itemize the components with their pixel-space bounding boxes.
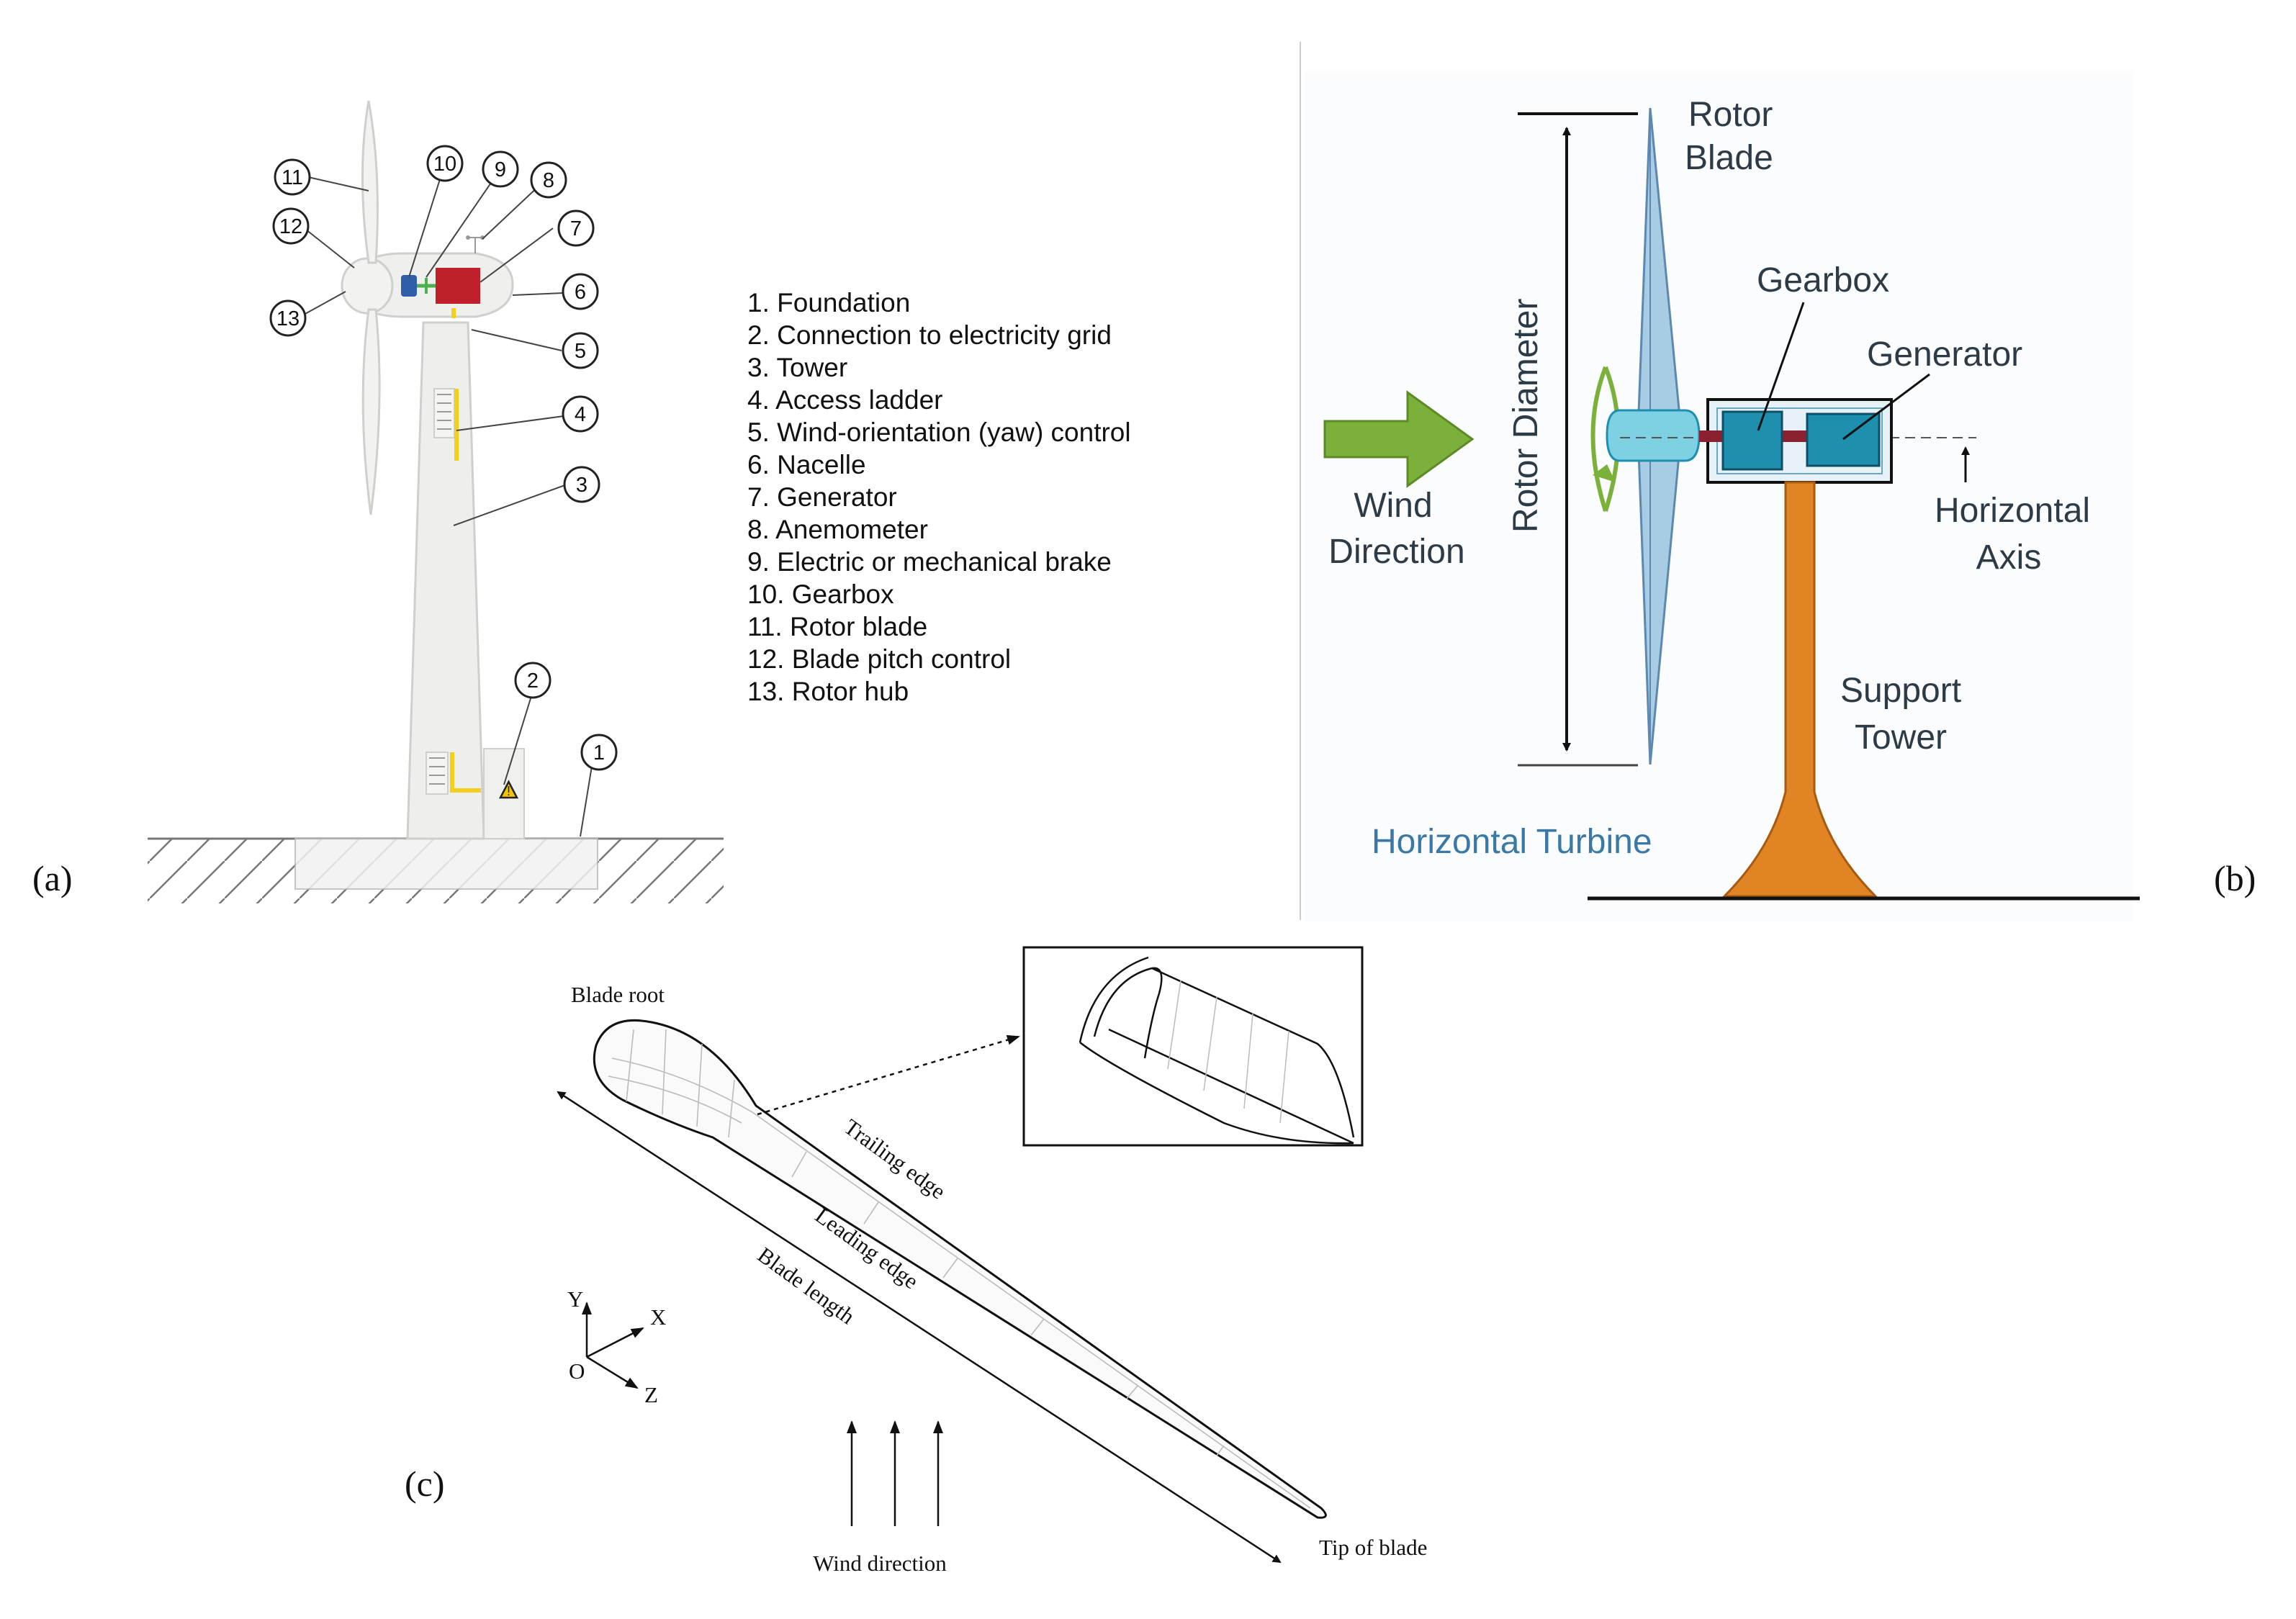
panel-a: !: [32, 100, 1131, 903]
warning-mark: !: [507, 784, 510, 798]
panel-b-label: (b): [2214, 858, 2256, 898]
coordinate-axes: Y X Z O: [567, 1286, 666, 1407]
callout-4: 4: [562, 395, 599, 433]
legend-item-11: 11. Rotor blade: [747, 612, 927, 641]
axis-o-label: O: [569, 1358, 585, 1384]
legend-item-10: 10. Gearbox: [747, 579, 894, 609]
axis-x-label: X: [650, 1304, 666, 1330]
legend-item-7: 7. Generator: [747, 482, 897, 512]
callout-2: 2: [514, 662, 552, 699]
legend-item-9: 9. Electric or mechanical brake: [747, 547, 1112, 577]
upper-ladder: [433, 388, 459, 461]
cross-section-inset: [1022, 946, 1364, 1147]
callout-5: 5: [562, 332, 599, 369]
svg-text:7: 7: [570, 217, 582, 240]
callout-13: 13: [269, 299, 307, 337]
svg-text:2: 2: [527, 669, 539, 693]
rotor-blade-upper: [361, 100, 379, 264]
callout-6: 6: [562, 273, 599, 310]
legend-item-4: 4. Access ladder: [747, 385, 942, 415]
panel-b: Rotor Diameter Gearbox Generator Rotor B…: [1305, 72, 2256, 921]
callout-leaders: [302, 163, 595, 837]
anemometer-icon: [466, 235, 485, 253]
callout-1: 1: [580, 734, 618, 771]
horizontal-axis-label-line1: Horizontal: [1935, 492, 2090, 530]
legend-item-12: 12. Blade pitch control: [747, 644, 1011, 674]
svg-text:13: 13: [276, 307, 300, 330]
callout-7: 7: [557, 209, 595, 247]
legend-item-3: 3. Tower: [747, 353, 847, 382]
panel-a-label: (a): [32, 858, 73, 898]
legend-item-1: 1. Foundation: [747, 288, 910, 317]
svg-text:1: 1: [593, 741, 605, 765]
panel-c: Blade root Trailing edge Leading edge Bl…: [405, 946, 1427, 1576]
callout-10: 10: [426, 145, 464, 182]
horizontal-axis-label-line2: Axis: [1976, 538, 2042, 577]
svg-text:6: 6: [575, 281, 586, 304]
blade-root-label: Blade root: [571, 982, 665, 1007]
callouts: 1 2 3 4 5 6 7 8 9 10 11 12 13: [269, 145, 618, 771]
callout-3: 3: [563, 466, 600, 503]
callout-8: 8: [530, 161, 567, 199]
generator-leader: [1842, 373, 1930, 441]
inset-pointer: [757, 1034, 1020, 1116]
tip-of-blade-label: Tip of blade: [1319, 1535, 1427, 1560]
rotor-blade-lower: [361, 308, 381, 515]
svg-text:3: 3: [576, 474, 587, 497]
svg-text:11: 11: [282, 166, 303, 189]
warning-triangle-icon: [498, 780, 519, 799]
panel-b-background: [1305, 72, 2133, 921]
component-legend: 1. Foundation 2. Connection to electrici…: [747, 288, 1131, 706]
callout-11: 11: [274, 158, 311, 196]
svg-text:12: 12: [279, 215, 302, 238]
gearbox-block: [401, 275, 417, 297]
legend-item-5: 5. Wind-orientation (yaw) control: [747, 418, 1131, 447]
panel-b-title: Horizontal Turbine: [1372, 823, 1652, 861]
rotor-blade-label-line2: Blade: [1685, 139, 1773, 177]
blade-length-arrow: [557, 1091, 1282, 1564]
legend-item-2: 2. Connection to electricity grid: [747, 320, 1112, 350]
callout-12: 12: [272, 207, 310, 245]
legend-item-13: 13. Rotor hub: [747, 677, 909, 706]
gearbox-leader: [1757, 302, 1805, 431]
wind-arrows: [847, 1420, 943, 1526]
support-tower-label-line2: Tower: [1855, 718, 1947, 757]
svg-text:10: 10: [433, 153, 456, 176]
rotor-blade-label-line1: Rotor: [1688, 96, 1773, 134]
axis-z-label: Z: [644, 1382, 658, 1407]
lower-ladder: [426, 752, 481, 795]
legend-item-8: 8. Anemometer: [747, 515, 928, 544]
axis-y-label: Y: [567, 1286, 583, 1312]
gearbox-box: [1721, 410, 1783, 471]
svg-text:8: 8: [543, 169, 554, 192]
generator-block: [436, 268, 480, 304]
blade-length-label: Blade length: [753, 1242, 860, 1329]
panel-c-label: (c): [405, 1464, 445, 1504]
wind-direction-label: Wind direction: [813, 1551, 947, 1576]
wind-direction-arrow-icon: [1323, 390, 1475, 488]
support-tower: [1721, 481, 1878, 898]
hub: [1606, 409, 1701, 462]
svg-text:4: 4: [575, 403, 586, 426]
generator-box: [1806, 412, 1881, 467]
wind-label-line1: Wind: [1354, 487, 1432, 525]
foundation-block: [294, 838, 598, 890]
support-tower-label-line1: Support: [1840, 672, 1961, 710]
svg-text:5: 5: [575, 340, 586, 363]
wind-label-line2: Direction: [1328, 533, 1464, 571]
rotor-diameter-label: Rotor Diameter: [1507, 299, 1545, 533]
svg-text:9: 9: [495, 158, 506, 181]
rotor-hub: [341, 257, 394, 315]
callout-9: 9: [482, 150, 519, 188]
generator-label: Generator: [1867, 335, 2022, 374]
legend-item-6: 6. Nacelle: [747, 450, 866, 479]
gearbox-label: Gearbox: [1757, 261, 1889, 299]
